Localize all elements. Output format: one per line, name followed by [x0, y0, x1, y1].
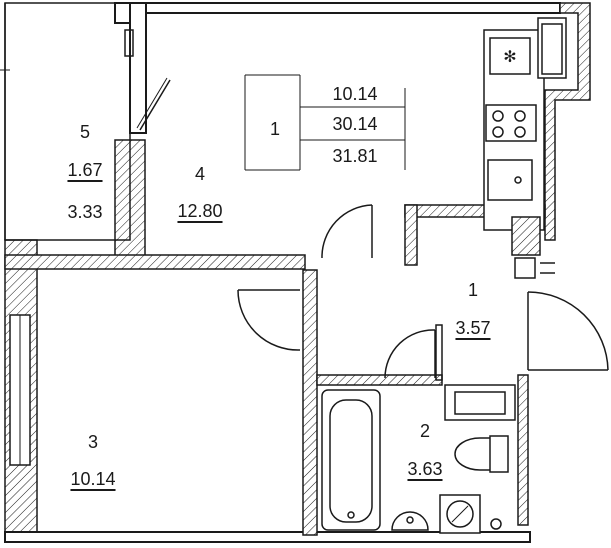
door-arc-kitchen: [321, 204, 373, 259]
kitchen-partition-v: [404, 204, 418, 266]
wall-3-2: [302, 269, 318, 536]
door-arcs: [237, 204, 609, 379]
kitchen-sink: [487, 159, 533, 201]
room-2-area: 3.63: [407, 459, 443, 479]
stove: [485, 104, 537, 142]
room-4-area: 12.80: [177, 201, 223, 221]
summary-total-with-loggia: 31.81: [332, 146, 378, 166]
wall-3-4: [4, 254, 306, 270]
door-arc-entrance: [527, 291, 609, 371]
bath-partition: [435, 324, 443, 381]
balcony-door: [136, 77, 171, 131]
room-1-area: 3.57: [455, 318, 491, 338]
shaft: [511, 216, 541, 256]
room-3-number: 3: [87, 432, 98, 452]
fridge: [489, 37, 531, 75]
door-arc-bath: [384, 329, 436, 379]
summary-total-area: 30.14: [332, 114, 378, 134]
toilet-tank: [489, 435, 509, 473]
room4-left-wall: [129, 2, 147, 134]
room-3-area: 10.14: [70, 469, 116, 489]
room-1-number: 1: [467, 280, 478, 300]
bottom-wall: [4, 531, 531, 543]
door-arc-room3: [237, 289, 301, 351]
bathroom-fixtures: [321, 384, 516, 534]
apartment-number: 1: [269, 119, 280, 139]
room-5-number: 5: [79, 122, 90, 142]
riser: [514, 257, 536, 279]
room-2-number: 2: [419, 421, 430, 441]
room-4-number: 4: [194, 164, 205, 184]
top-wall: [129, 2, 561, 14]
room-5-reduced-area: 3.33: [67, 202, 103, 222]
summary-living-area: 10.14: [332, 84, 378, 104]
summary-table-lines: [244, 74, 406, 171]
loggia-top-post: [114, 2, 131, 24]
entrance-details: [511, 216, 555, 279]
right-upper-wall: [544, 2, 591, 241]
bathtub: [321, 389, 381, 531]
loggia: [0, 2, 134, 241]
svg-text:✻: ✻: [503, 47, 516, 66]
room-5-area: 1.67: [67, 160, 103, 180]
kitchen-fixtures: ✻: [483, 17, 567, 231]
window-left: [9, 314, 31, 466]
drain-icon: [490, 518, 502, 530]
bath-top-wall: [316, 374, 443, 386]
bath-sink: [391, 511, 429, 531]
loggia-window-post: [124, 29, 134, 57]
right-lower-wall: [517, 374, 529, 526]
